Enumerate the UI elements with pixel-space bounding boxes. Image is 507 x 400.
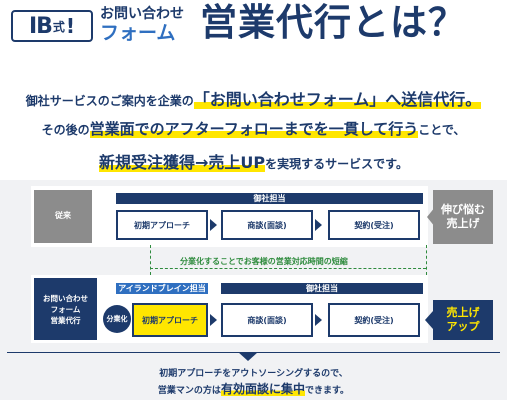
arrow-right-icon	[210, 314, 217, 326]
footer-line2-post: できます。	[304, 386, 350, 396]
intro-line2-pre: その後の	[41, 123, 90, 137]
form-step-contract: 契約(受注)	[328, 303, 420, 337]
logo-ib-text: IB	[28, 13, 53, 39]
note-dash-right	[426, 245, 427, 275]
intro-line3: 新規受注獲得→売上UPを実現するサービスです。	[0, 149, 507, 173]
intro-line1-highlight: 「お問い合わせフォーム」へ送信代行。	[193, 90, 482, 109]
form-step-negotiation: 商談(面談)	[221, 303, 313, 337]
intro-line2-highlight: 営業面でのアフターフォローまでを一貫して行う	[89, 120, 419, 138]
title-sub-line1: お問い合わせ	[100, 6, 184, 22]
note-dash-left	[150, 245, 151, 275]
division-badge: 分業化	[103, 305, 131, 333]
arrow-right-icon	[210, 219, 217, 231]
footer-line2: 営業マンの方は有効面談に集中できます。	[0, 380, 507, 397]
intro-line3-highlight: 新規受注獲得→売上UP	[99, 153, 266, 172]
form-agency-outcome-text: 売上げ アップ	[446, 306, 480, 333]
islandbrain-owner-bar: アイランドブレイン担当	[116, 283, 208, 294]
page-title: 営業代行とは？	[200, 1, 466, 44]
form-agency-outcome: 売上げ アップ	[433, 300, 493, 340]
footer-line1: 初期アプローチをアウトソーシングするので、	[159, 369, 348, 379]
conventional-step-initial-approach: 初期アプローチ	[116, 210, 208, 240]
outcome-arrow-icon	[425, 311, 433, 329]
note-dash-bottom	[150, 268, 426, 269]
intro-line1-pre: 御社サービスのご案内を企業の	[25, 94, 194, 108]
arrow-right-icon	[315, 314, 322, 326]
form-step-initial-approach: 初期アプローチ	[132, 303, 208, 337]
conventional-outcome-text: 伸び悩む 売上げ	[441, 203, 485, 230]
down-pointer-icon	[238, 352, 258, 361]
conventional-label: 従来	[34, 190, 92, 243]
division-note: 分業化することでお客様の営業対応時間の短縮	[180, 257, 348, 266]
conventional-owner-bar: 御社担当	[116, 193, 423, 204]
client-owner-bar: 御社担当	[221, 283, 423, 294]
conventional-outcome: 伸び悩む 売上げ	[433, 190, 493, 244]
ib-logo: IB 式 !	[11, 10, 93, 42]
footer-line2-highlight: 有効面談に集中	[220, 382, 305, 396]
intro-line2-post: ことで、	[418, 123, 466, 137]
form-agency-label: お問い合わせ フォーム 営業代行	[34, 278, 97, 340]
intro-line2: その後の営業面でのアフターフォローまでを一貫して行うことで、	[0, 118, 507, 139]
intro-line3-post: を実現するサービスです。	[265, 157, 408, 171]
form-agency-label-text: お問い合わせ フォーム 営業代行	[43, 293, 88, 325]
footer-line2-pre: 営業マンの方は	[157, 386, 221, 396]
intro-line1: 御社サービスのご案内を企業の「お問い合わせフォーム」へ送信代行。	[0, 86, 507, 110]
conventional-step-contract: 契約(受注)	[328, 210, 420, 240]
conventional-step-negotiation: 商談(面談)	[221, 210, 313, 240]
logo-bang-text: !	[65, 14, 76, 38]
logo-shiki-text: 式	[52, 19, 65, 34]
arrow-right-icon	[315, 219, 322, 231]
title-sub-line2: フォーム	[100, 22, 176, 44]
outcome-arrow-icon	[427, 207, 435, 227]
